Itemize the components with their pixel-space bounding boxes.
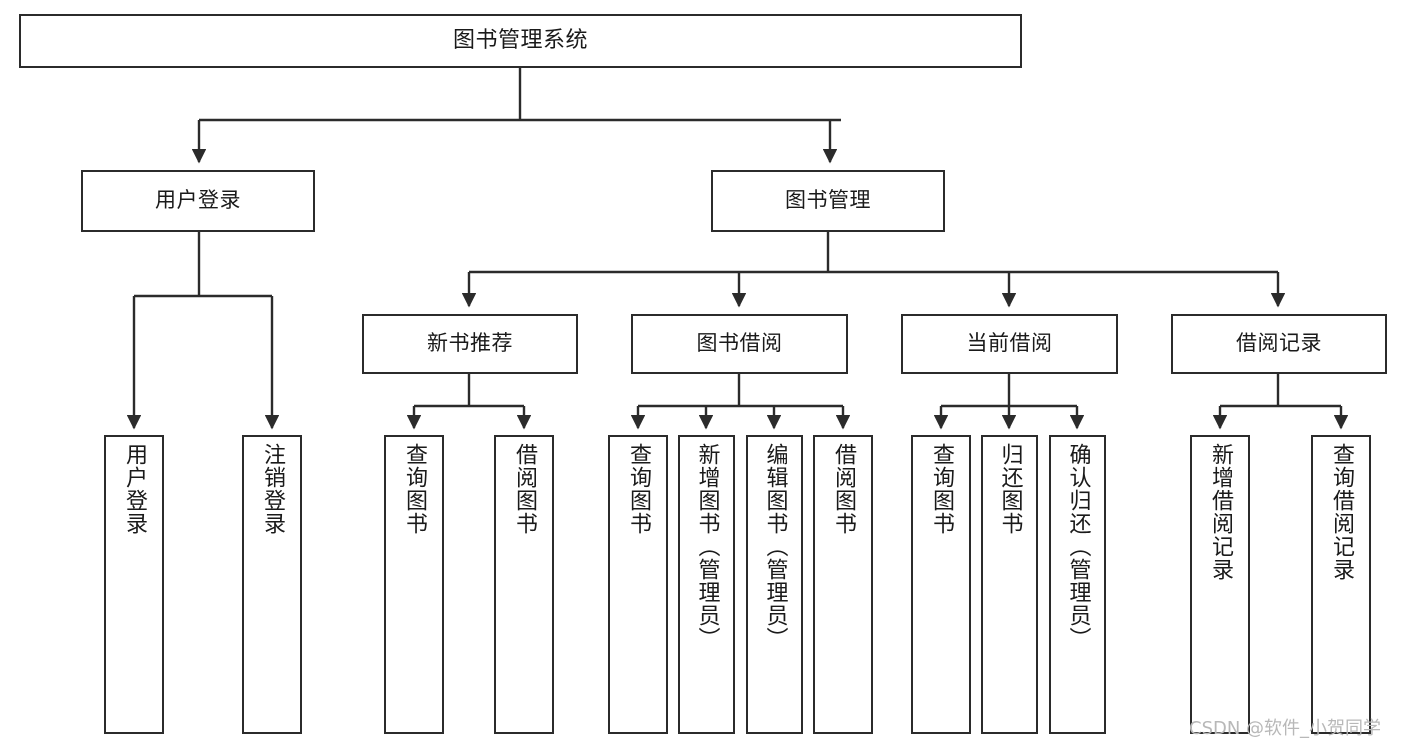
node-label: 查询图书 [402,443,427,535]
leaf-logout-login[interactable]: 注销登录 [242,435,302,734]
node-label: 图书管理 [785,188,871,213]
node-label: 新书推荐 [427,331,513,356]
leaf-user-login[interactable]: 用户登录 [104,435,164,734]
leaf-add-book-admin[interactable]: 新增图书（管理员） [678,435,735,734]
leaf-confirm-return-admin[interactable]: 确认归还（管理员） [1049,435,1106,734]
node-label: 注销登录 [260,443,285,535]
node-label: 图书管理系统 [452,27,588,53]
node-current-borrow[interactable]: 当前借阅 [901,314,1118,374]
node-label: 借阅图书 [831,443,856,535]
node-label: 图书借阅 [696,331,783,356]
node-root-system[interactable]: 图书管理系统 [19,14,1022,68]
node-label: 确认归还（管理员） [1065,443,1091,650]
node-label: 查询借阅记录 [1329,443,1354,581]
leaf-borrow-book[interactable]: 借阅图书 [813,435,873,734]
csdn-watermark: CSDN @软件_小贺同学 [1189,718,1382,739]
node-label: 借阅记录 [1236,331,1322,356]
node-label: 归还图书 [997,443,1023,535]
node-label: 新增图书（管理员） [694,443,720,650]
node-label: 当前借阅 [966,331,1053,356]
leaf-borrow-book-recommend[interactable]: 借阅图书 [494,435,554,734]
node-label: 查询图书 [626,443,651,535]
node-label: 用户登录 [122,443,147,535]
leaf-return-book[interactable]: 归还图书 [981,435,1038,734]
node-book-borrow[interactable]: 图书借阅 [631,314,848,374]
leaf-edit-book-admin[interactable]: 编辑图书（管理员） [746,435,803,734]
node-label: 查询图书 [929,443,954,535]
node-label: 用户登录 [155,188,241,213]
leaf-query-book-current[interactable]: 查询图书 [911,435,971,734]
node-book-management[interactable]: 图书管理 [711,170,945,232]
leaf-query-borrow-record[interactable]: 查询借阅记录 [1311,435,1371,734]
node-user-login[interactable]: 用户登录 [81,170,315,232]
node-new-book-recommend[interactable]: 新书推荐 [362,314,578,374]
node-borrow-record[interactable]: 借阅记录 [1171,314,1387,374]
leaf-add-borrow-record[interactable]: 新增借阅记录 [1190,435,1250,734]
leaf-query-book-recommend[interactable]: 查询图书 [384,435,444,734]
node-label: 新增借阅记录 [1208,443,1233,581]
leaf-query-book-borrow[interactable]: 查询图书 [608,435,668,734]
node-label: 借阅图书 [512,443,537,535]
node-label: 编辑图书（管理员） [762,443,788,650]
